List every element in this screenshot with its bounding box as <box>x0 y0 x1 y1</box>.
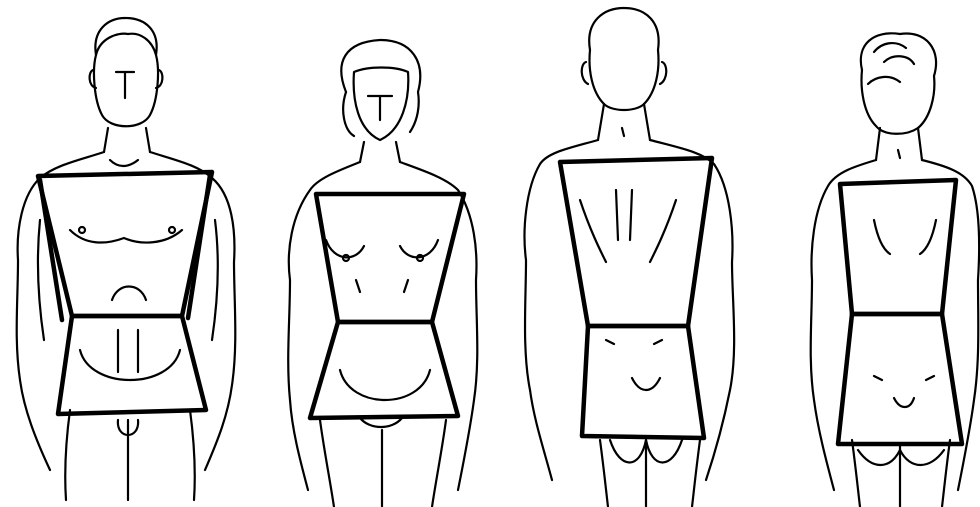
female-front-head <box>341 40 420 162</box>
male-back-head <box>582 8 667 140</box>
male-back-trapezoid-frame <box>560 158 712 438</box>
female-front-trapezoid-frame <box>310 194 464 418</box>
female-front-anatomy <box>326 240 438 427</box>
female-front-figure <box>288 40 477 507</box>
female-back-anatomy <box>858 220 944 465</box>
male-front-body-outline <box>17 152 236 500</box>
female-front-body-outline <box>288 162 477 507</box>
male-front-figure <box>17 18 236 500</box>
female-back-head <box>861 33 936 160</box>
female-back-figure <box>811 33 979 507</box>
male-front-head <box>90 18 163 152</box>
male-front-trapezoid-frame <box>38 172 212 414</box>
male-front-anatomy <box>70 160 182 435</box>
male-back-body-outline <box>525 140 735 507</box>
male-back-figure <box>525 8 735 507</box>
